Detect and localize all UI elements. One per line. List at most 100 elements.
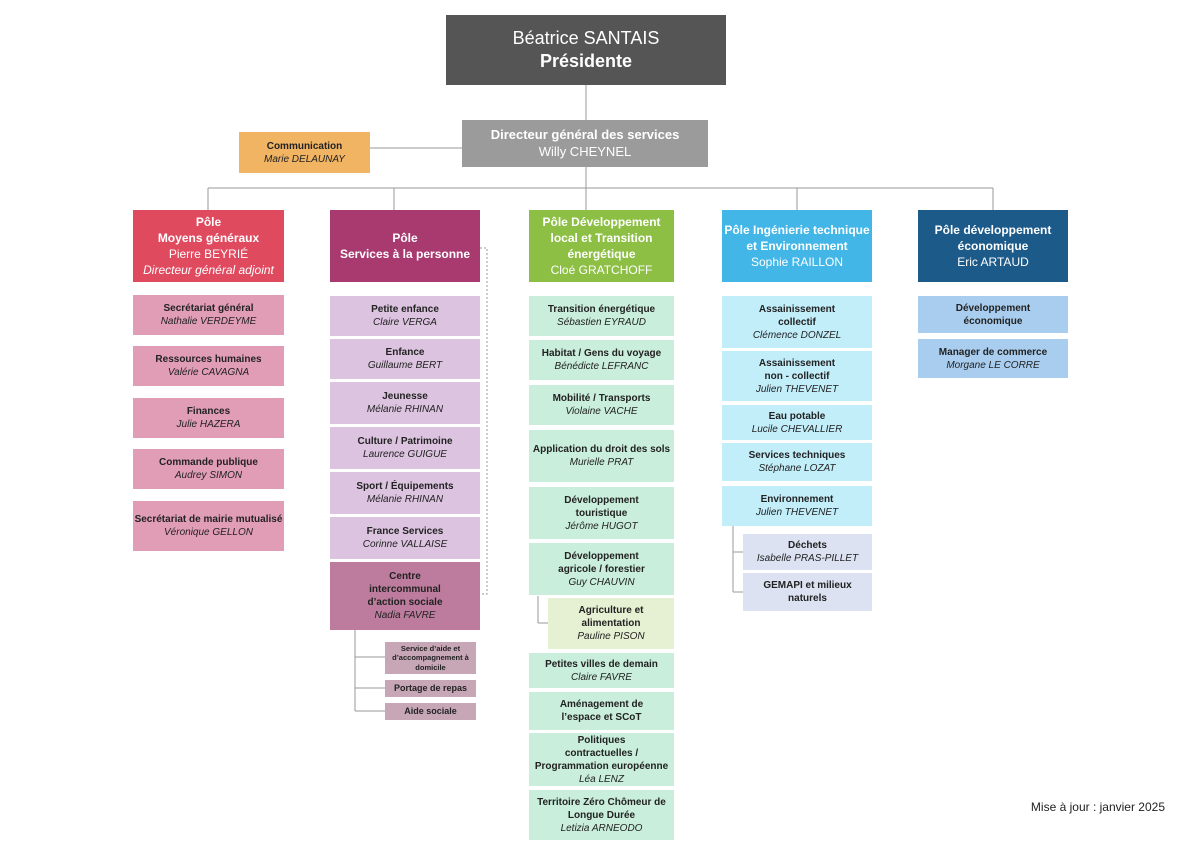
service-title: touristique <box>575 507 628 519</box>
service-enfance: Enfance Guillaume BERT <box>330 339 480 379</box>
service-person: Nathalie VERDEYME <box>160 316 257 327</box>
service-title: naturels <box>788 593 827 604</box>
service-title: Programmation européenne <box>534 760 669 772</box>
subservice-title: d’accompagnement à <box>392 653 469 663</box>
pole-ingenierie-header: Pôle Ingénierie technique et Environneme… <box>722 210 872 282</box>
service-person: Sébastien EYRAUD <box>557 317 646 328</box>
president-title: Présidente <box>539 51 633 71</box>
pole-label: Pôle développement <box>934 222 1052 237</box>
service-title: Assainissement <box>758 303 836 315</box>
service-title: Manager de commerce <box>938 346 1048 358</box>
subservice-title: domicile <box>415 662 446 672</box>
service-secretariat-general: Secrétariat général Nathalie VERDEYME <box>133 295 284 335</box>
service-developpement-economique: Développement économique <box>918 296 1068 333</box>
service-politiques-contractuelles: Politiques contractuelles / Programmatio… <box>529 733 674 786</box>
service-person: Laurence GUIGUE <box>363 449 447 460</box>
service-person: Julie HAZERA <box>176 419 241 430</box>
service-title: Culture / Patrimoine <box>357 436 453 447</box>
service-title: Développement <box>564 550 639 562</box>
pole-head: Pierre BEYRIÉ <box>168 247 249 261</box>
service-territoire-zero-chomeur: Territoire Zéro Chômeur de Longue Durée … <box>529 790 674 840</box>
service-title: Secrétariat de mairie mutualisé <box>134 514 283 525</box>
service-title: non - collectif <box>764 370 830 382</box>
service-title: Sport / Équipements <box>356 481 454 492</box>
pole-label: Pôle <box>195 214 222 229</box>
service-title: Mobilité / Transports <box>552 393 651 404</box>
service-title: intercommunal <box>369 584 441 595</box>
service-sport-equipements: Sport / Équipements Mélanie RHINAN <box>330 472 480 514</box>
service-dechets: Déchets Isabelle PRAS-PILLET <box>743 534 872 570</box>
communication-title: Communication <box>266 140 343 152</box>
service-title: Application du droit des sols <box>532 444 671 455</box>
service-gemapi: GEMAPI et milieux naturels <box>743 573 872 611</box>
service-title: Secrétariat général <box>163 303 254 314</box>
service-title: Transition énergétique <box>547 304 656 315</box>
service-person: Claire VERGA <box>373 317 437 328</box>
service-title: l’espace et SCoT <box>561 712 642 723</box>
service-assainissement-non-collectif: Assainissement non - collectif Julien TH… <box>722 351 872 401</box>
service-habitat: Habitat / Gens du voyage Bénédicte LEFRA… <box>529 340 674 380</box>
communication-box: Communication Marie DELAUNAY <box>239 132 370 173</box>
service-environnement: Environnement Julien THEVENET <box>722 486 872 526</box>
service-title: Agriculture et <box>578 605 644 616</box>
service-mobilite: Mobilité / Transports Violaine VACHE <box>529 385 674 425</box>
service-title: Déchets <box>788 540 827 551</box>
dgs-person: Willy CHEYNEL <box>538 143 632 159</box>
service-ccas: Centre intercommunal d’action sociale Na… <box>330 562 480 630</box>
service-developpement-agricole: Développement agricole / forestier Guy C… <box>529 543 674 595</box>
pole-name: économique <box>957 238 1029 253</box>
pole-services-personne-header: Pôle Services à la personne <box>330 210 480 282</box>
service-person: Léa LENZ <box>578 773 625 785</box>
service-person: Guy CHAUVIN <box>568 576 635 588</box>
pole-label: Pôle Développement <box>542 214 661 229</box>
president-name: Béatrice SANTAIS <box>512 27 660 48</box>
service-title: Environnement <box>760 494 834 505</box>
service-person: Pauline PISON <box>577 631 645 642</box>
pole-name: local et Transition <box>550 230 653 245</box>
service-jeunesse: Jeunesse Mélanie RHINAN <box>330 382 480 424</box>
service-amenagement-scot: Aménagement de l’espace et SCoT <box>529 692 674 730</box>
service-title: Centre <box>389 571 421 582</box>
service-developpement-touristique: Développement touristique Jérôme HUGOT <box>529 487 674 539</box>
service-person: Bénédicte LEFRANC <box>554 361 649 372</box>
service-person: Julien THEVENET <box>755 383 839 395</box>
service-person: Audrey SIMON <box>174 470 243 481</box>
service-services-techniques: Services techniques Stéphane LOZAT <box>722 443 872 481</box>
service-title: GEMAPI et milieux <box>763 580 852 591</box>
service-person: Stéphane LOZAT <box>758 463 836 474</box>
service-title: Assainissement <box>758 357 836 369</box>
service-title: Territoire Zéro Chômeur de <box>537 796 666 808</box>
service-ressources-humaines: Ressources humaines Valérie CAVAGNA <box>133 346 284 386</box>
service-person: Clémence DONZEL <box>752 329 842 341</box>
service-person: Morgane LE CORRE <box>946 359 1040 371</box>
service-title: Services techniques <box>748 450 846 461</box>
service-title: Habitat / Gens du voyage <box>541 348 662 359</box>
service-manager-commerce: Manager de commerce Morgane LE CORRE <box>918 339 1068 378</box>
service-person: Isabelle PRAS-PILLET <box>756 553 859 564</box>
pole-head: Cloé GRATCHOFF <box>550 263 653 278</box>
service-title: Commande publique <box>159 457 258 468</box>
pole-head: Eric ARTAUD <box>957 255 1029 270</box>
service-assainissement-collectif: Assainissement collectif Clémence DONZEL <box>722 296 872 348</box>
service-title: Jeunesse <box>382 391 428 402</box>
update-date: Mise à jour : janvier 2025 <box>1030 800 1165 814</box>
service-person: Mélanie RHINAN <box>366 404 444 415</box>
service-title: d’action sociale <box>367 597 443 608</box>
service-title: contractuelles / <box>564 747 639 759</box>
service-title: Aménagement de <box>559 699 644 710</box>
service-title: Finances <box>186 406 231 417</box>
service-person: Julien THEVENET <box>755 507 839 518</box>
service-person: Jérôme HUGOT <box>565 520 638 532</box>
subservice-title: Service d’aide et <box>400 643 461 653</box>
service-title: Ressources humaines <box>155 354 262 365</box>
service-title: agricole / forestier <box>558 563 645 575</box>
service-title: collectif <box>778 316 816 328</box>
dgs-box: Directeur général des services Willy CHE… <box>462 120 708 167</box>
service-agriculture-alimentation: Agriculture et alimentation Pauline PISO… <box>548 598 674 649</box>
service-petite-enfance: Petite enfance Claire VERGA <box>330 296 480 336</box>
subservice-title: Portage de repas <box>393 682 468 693</box>
service-title: alimentation <box>581 618 641 629</box>
service-person: Lucile CHEVALLIER <box>751 423 843 435</box>
service-title: France Services <box>366 526 444 537</box>
